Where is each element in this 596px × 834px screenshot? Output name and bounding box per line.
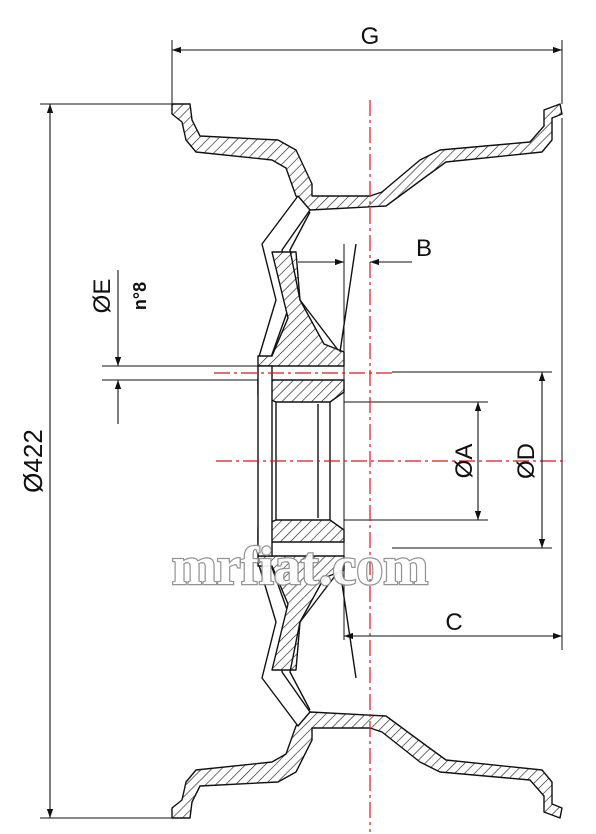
disc-mount-line-top [339,243,357,353]
extension-lines [40,40,563,819]
rim-barrel-top [171,103,563,211]
label-dia-e: ØE [89,279,116,314]
dimension-lines [46,46,562,818]
label-b: B [416,235,432,262]
label-dia-d: ØD [513,443,540,479]
disc-mount-line-bottom [339,569,357,679]
label-c: C [445,609,462,636]
rim-section-top [171,103,563,367]
label-dia-a: ØA [451,444,478,479]
label-holes: n°8 [130,282,150,310]
centerlines [214,100,566,832]
rim-barrel-bottom [171,711,563,819]
label-dia-overall: Ø422 [18,429,48,493]
label-g: G [361,23,380,50]
watermark-text: mrfiat.com [172,536,428,596]
disc-edge-top [289,211,339,351]
rim-section-bottom [171,555,563,819]
disc-edge-bottom [289,571,339,711]
